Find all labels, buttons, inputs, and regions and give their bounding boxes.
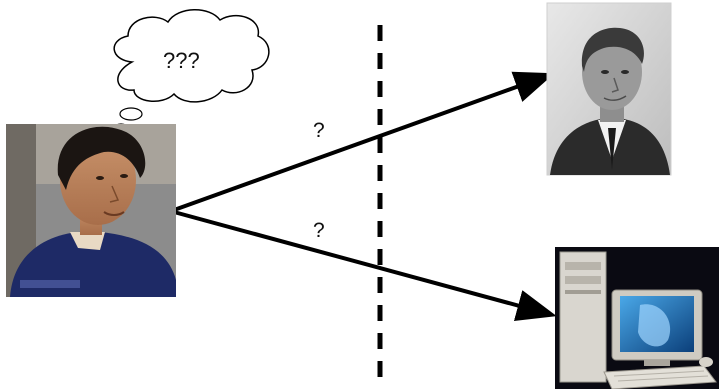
arrow-to-computer [173,210,557,322]
thought-bubble-text: ??? [163,48,200,73]
lower-path-question-label: ? [313,219,325,242]
person-photo [6,124,176,297]
arrow-to-human [173,71,555,212]
human-portrait-photo [546,2,672,176]
computer-photo [555,247,719,389]
thought-bubble [113,9,270,133]
upper-path-question-label: ? [313,119,325,142]
